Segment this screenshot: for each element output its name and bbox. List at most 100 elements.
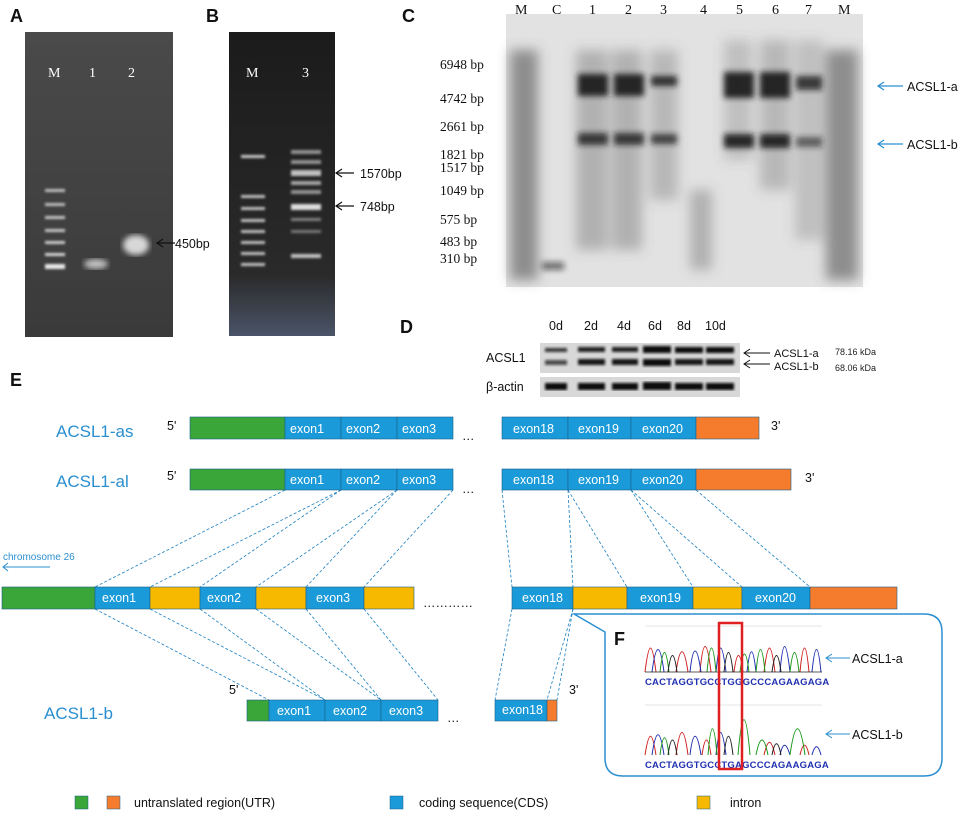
lane-label: 6 [772,3,779,18]
gel-b [229,32,335,336]
exon-label: exon1 [277,704,311,718]
day-label: 4d [617,319,631,333]
blot-c [506,14,863,287]
chromosome-arrow [2,562,50,572]
exon-label: exon2 [207,591,241,605]
arrow-f-a [825,653,850,663]
ellipsis: … [447,711,460,725]
kda-label: 78.16 kDa [835,347,876,357]
lane-label: 1 [89,66,96,81]
five-prime: 5' [167,469,176,483]
chromosome-label: chromosome 26 [3,552,75,563]
five-prime: 5' [167,419,176,433]
ladder-label: 1821 bp [440,147,484,162]
lane-label: M [838,3,851,18]
transcript-acsl1-as [189,416,760,440]
label-acsl1a-c: ACSL1-a [907,80,958,94]
ladder-label: 310 bp [440,251,477,266]
legend-swatch-utr5 [74,795,89,810]
panel-letter-f: F [614,629,625,649]
legend-cds: coding sequence(CDS) [419,796,548,810]
lane-label: 2 [625,3,632,18]
legend-swatch-utr3 [106,795,121,810]
isoform-label-b: ACSL1-b [44,704,113,723]
lane-label: 5 [736,3,743,18]
exon-label: exon20 [642,422,683,436]
label-f-a: ACSL1-a [852,652,903,666]
isoform-label-al: ACSL1-al [56,472,129,491]
arrow-acsl1b-c [876,139,903,149]
lane-label: C [552,3,561,18]
arrow-acsl1a-c [876,81,903,91]
exon-label: exon20 [755,591,796,605]
gel-a [25,32,173,337]
day-label: 8d [677,319,691,333]
panel-letter-b: B [206,6,219,26]
sequence-a: CACTAGGTGCCTGGGCCCAGAAGAGA [645,677,829,688]
legend-utr: untranslated region(UTR) [134,796,275,810]
legend: untranslated region(UTR) coding sequence… [74,795,761,810]
exon-label: exon19 [640,591,681,605]
day-label: 2d [584,319,598,333]
exon-label: exon2 [346,422,380,436]
legend-intron: intron [730,796,761,810]
exon-label: exon3 [389,704,423,718]
marker-1570bp: 1570bp [360,167,402,181]
connector-lines [94,489,811,701]
arrow-f-b [825,729,850,739]
ladder-label: 6948 bp [440,57,484,72]
label-acsl1b-d: ACSL1-b [774,361,819,373]
lane-label: M [246,66,259,81]
genomic-locus [1,586,898,610]
three-prime: 3' [805,471,814,485]
lane-label: M [515,3,528,18]
marker-748bp: 748bp [360,200,395,214]
lane-label: 4 [700,3,707,18]
gap-dots: ………… [423,596,473,610]
legend-swatch-cds [389,795,404,810]
exon-label: exon1 [102,591,136,605]
three-prime: 3' [569,683,578,697]
transcript-acsl1-b [246,699,558,722]
exon-label: exon18 [502,703,543,717]
ladder-label: 4742 bp [440,91,484,106]
exon-label: exon3 [402,422,436,436]
callout-box [571,613,943,777]
sequence-b: CACTAGGTGCCTGAGCCCAGAAGAGA [645,760,829,771]
panel-letter-d: D [400,317,413,337]
lane-label: 2 [128,66,135,81]
transcript-acsl1-al [189,468,792,491]
chromatogram-b [644,704,822,756]
ladder-label: 483 bp [440,234,477,249]
label-acsl1b-c: ACSL1-b [907,138,958,152]
ellipsis: … [462,482,475,496]
arrow-450 [155,238,175,248]
exon-label: exon20 [642,473,683,487]
exon-label: exon18 [513,422,554,436]
panel-letter-a: A [10,6,23,26]
exon-label: exon19 [578,422,619,436]
exon-label: exon2 [346,473,380,487]
label-acsl1a-d: ACSL1-a [774,348,820,360]
day-label: 10d [705,319,726,333]
lane-label: 3 [660,3,667,18]
arrow-acsl1b-d [743,359,770,369]
ellipsis: … [462,429,475,443]
chromatogram-a [644,625,822,673]
label-f-b: ACSL1-b [852,728,903,742]
panel-letter-c: C [402,6,415,26]
day-label: 6d [648,319,662,333]
isoform-label-as: ACSL1-as [56,422,133,441]
five-prime: 5' [229,683,238,697]
lane-label: 1 [589,3,596,18]
three-prime: 3' [771,419,780,433]
exon-label: exon1 [290,473,324,487]
ladder-label: 1049 bp [440,183,484,198]
exon-label: exon3 [316,591,350,605]
legend-swatch-intron [696,795,711,810]
ladder-label: 1517 bp [440,160,484,175]
exon-label: exon19 [578,473,619,487]
snp-highlight [717,621,744,771]
kda-label: 68.06 kDa [835,363,876,373]
